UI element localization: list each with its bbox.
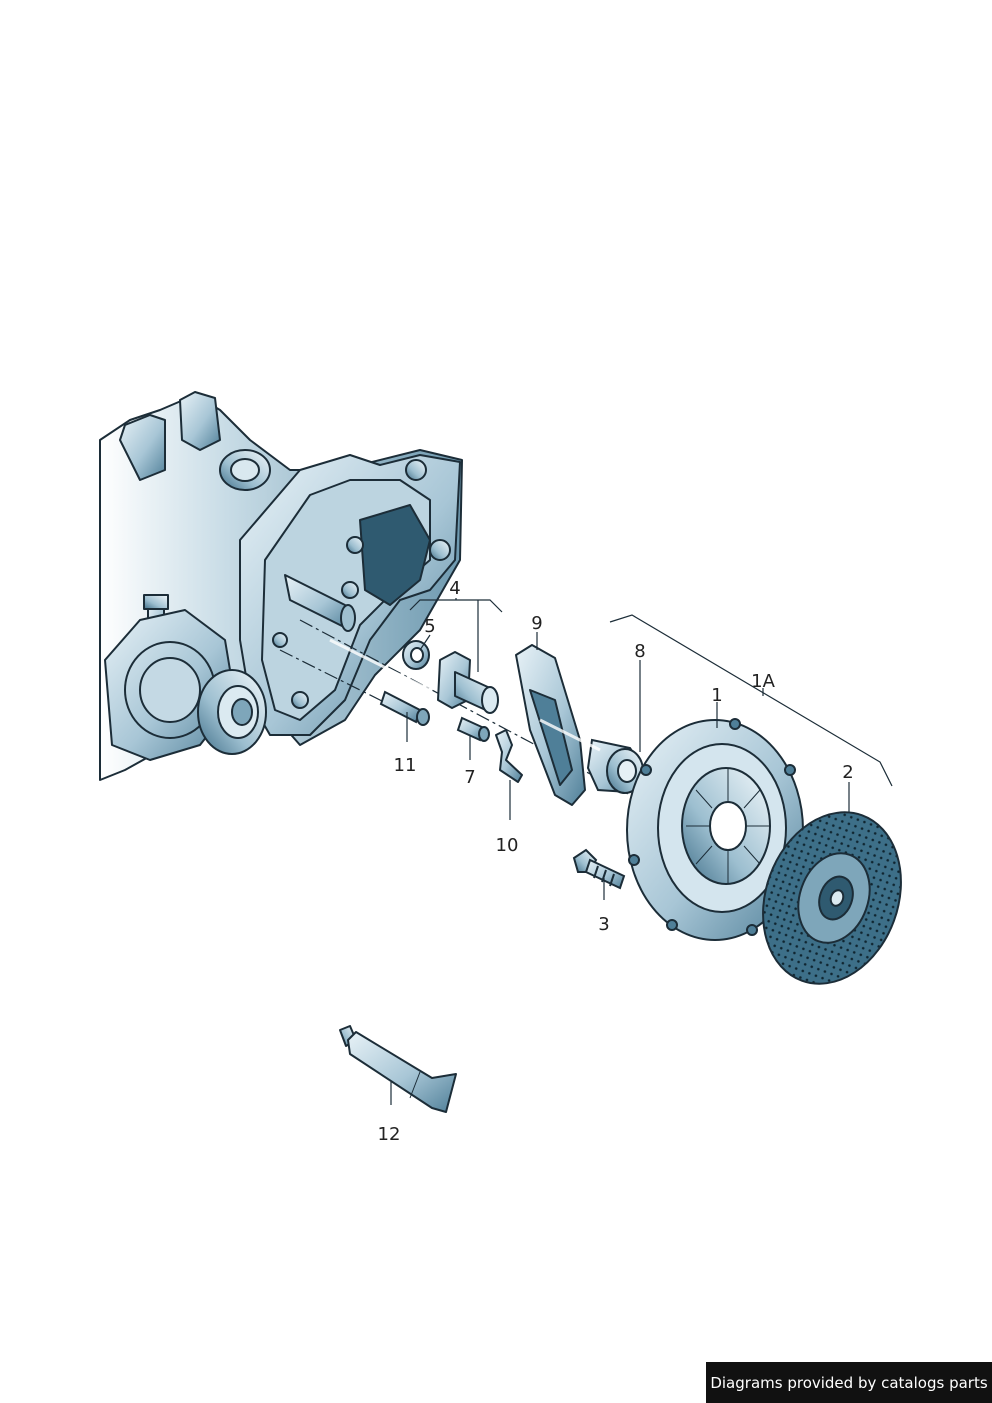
- bolt-3: [572, 848, 626, 890]
- callout-12[interactable]: 12: [377, 1124, 401, 1145]
- callout-11[interactable]: 11: [393, 755, 417, 776]
- bracket-4: [409, 599, 503, 613]
- callout-8[interactable]: 8: [634, 641, 646, 662]
- callout-1a[interactable]: 1A: [751, 671, 775, 692]
- callout-10[interactable]: 10: [495, 835, 519, 856]
- retaining-clip: [495, 729, 523, 783]
- bolt-7: [456, 716, 490, 742]
- callout-9[interactable]: 9: [531, 613, 543, 634]
- release-bearing: [586, 738, 647, 794]
- callout-2[interactable]: 2: [842, 762, 854, 783]
- motion-streaks: [329, 638, 601, 752]
- leader-lines: [390, 598, 850, 1105]
- clutch-disc: [762, 811, 902, 985]
- clutch-pressure-plate: [626, 718, 804, 941]
- gearbox-housing: [99, 391, 463, 781]
- credit-banner: Diagrams provided by catalogs parts: [706, 1362, 992, 1403]
- group-brackets: [409, 599, 893, 787]
- bolt-11: [379, 690, 430, 726]
- credit-text: Diagrams provided by catalogs parts: [710, 1373, 988, 1392]
- callout-5[interactable]: 5: [424, 616, 436, 637]
- bracket-1a: [609, 614, 893, 787]
- callout-4[interactable]: 4: [449, 578, 461, 599]
- callout-3[interactable]: 3: [598, 914, 610, 935]
- callout-1[interactable]: 1: [711, 685, 723, 706]
- seal-ring: [402, 640, 430, 670]
- guide-sleeve: [437, 651, 499, 714]
- callout-7[interactable]: 7: [464, 767, 476, 788]
- grease-tube: [339, 1025, 457, 1113]
